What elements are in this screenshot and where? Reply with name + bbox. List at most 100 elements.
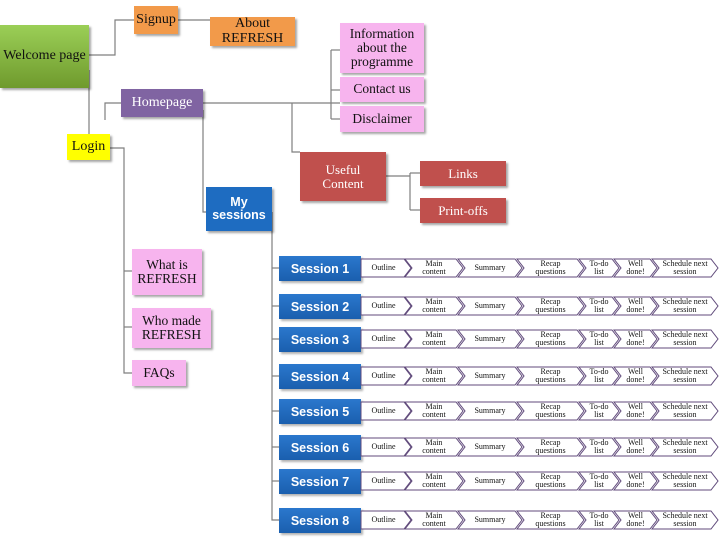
chevron-shape <box>456 258 523 278</box>
information-node: Information about the programme <box>340 23 424 73</box>
chevron-shape <box>612 510 658 530</box>
chevron-shape <box>577 437 620 457</box>
chevron-shape <box>515 296 585 316</box>
chevron-shape <box>360 510 412 530</box>
step-5-label: To-do list <box>589 367 609 384</box>
chevron-shape <box>650 258 719 278</box>
step-7-label: Schedule next session <box>662 259 708 276</box>
step-6-label: Well done! <box>626 511 645 528</box>
chevron-shape <box>650 329 719 349</box>
chevron-shape <box>360 258 412 278</box>
faqs-node: FAQs <box>132 360 186 386</box>
login-node: Login <box>67 134 110 160</box>
session-1-node: Session 1 <box>279 256 361 281</box>
step-4-label: Recap questions <box>535 438 566 455</box>
contact-us-node: Contact us <box>340 77 424 102</box>
chevron-shape <box>612 401 658 421</box>
step-5-label: To-do list <box>589 438 609 455</box>
session-2-node: Session 2 <box>279 294 361 319</box>
step-3-label: Summary <box>474 515 506 524</box>
links-node: Links <box>420 161 506 186</box>
step-2-label: Main content <box>422 472 446 489</box>
my-sessions-node: My sessions <box>206 187 272 231</box>
chevron-shape <box>360 437 412 457</box>
chevron-shape <box>515 366 585 386</box>
step-5-label: To-do list <box>589 297 609 314</box>
chevron-shape <box>515 329 585 349</box>
step-3-label: Summary <box>474 263 506 272</box>
step-6-label: Well done! <box>626 330 645 347</box>
chevron-shape <box>456 401 523 421</box>
step-7-label: Schedule next session <box>662 330 708 347</box>
chevron-shape <box>456 437 523 457</box>
chevron-shape <box>650 401 719 421</box>
chevron-shape <box>456 296 523 316</box>
chevron-shape <box>403 366 464 386</box>
step-2-label: Main content <box>422 402 446 419</box>
chevron-shape <box>360 329 412 349</box>
step-2-label: Main content <box>422 297 446 314</box>
chevron-shape <box>403 329 464 349</box>
disclaimer-node: Disclaimer <box>340 106 424 132</box>
step-1-label: Outline <box>371 334 396 343</box>
chevron-shape <box>515 471 585 491</box>
step-1-label: Outline <box>371 371 396 380</box>
step-1-label: Outline <box>371 406 396 415</box>
step-5-label: To-do list <box>589 402 609 419</box>
printoffs-node: Print-offs <box>420 198 506 223</box>
chevron-shape <box>650 366 719 386</box>
chevron-shape <box>456 510 523 530</box>
step-2-label: Main content <box>422 367 446 384</box>
chevron-shape <box>515 510 585 530</box>
chevron-shape <box>612 258 658 278</box>
step-3-label: Summary <box>474 442 506 451</box>
step-2-label: Main content <box>422 438 446 455</box>
step-5-label: To-do list <box>589 259 609 276</box>
step-4-label: Recap questions <box>535 472 566 489</box>
step-1-label: Outline <box>371 515 396 524</box>
chevron-shape <box>650 471 719 491</box>
step-7-label: Schedule next session <box>662 438 708 455</box>
homepage-node: Homepage <box>121 89 203 117</box>
chevron-shape <box>612 296 658 316</box>
step-5-label: To-do list <box>589 472 609 489</box>
step-7-label: Schedule next session <box>662 511 708 528</box>
session-8-node: Session 8 <box>279 508 361 533</box>
chevron-shape <box>577 401 620 421</box>
signup-node: Signup <box>134 6 178 34</box>
step-2-label: Main content <box>422 259 446 276</box>
chevron-shape <box>650 437 719 457</box>
chevron-shape <box>403 258 464 278</box>
session-3-node: Session 3 <box>279 327 361 352</box>
step-6-label: Well done! <box>626 438 645 455</box>
chevron-shape <box>456 366 523 386</box>
step-1-label: Outline <box>371 263 396 272</box>
step-3-label: Summary <box>474 371 506 380</box>
step-4-label: Recap questions <box>535 330 566 347</box>
session-7-node: Session 7 <box>279 469 361 494</box>
step-3-label: Summary <box>474 334 506 343</box>
step-1-label: Outline <box>371 442 396 451</box>
about-refresh-node: About REFRESH <box>210 16 295 46</box>
chevron-shape <box>403 471 464 491</box>
chevron-shape <box>612 437 658 457</box>
step-2-label: Main content <box>422 330 446 347</box>
step-4-label: Recap questions <box>535 367 566 384</box>
chevron-shape <box>360 296 412 316</box>
chevron-shape <box>577 366 620 386</box>
chevron-shape <box>515 437 585 457</box>
chevron-shape <box>577 296 620 316</box>
chevron-shape <box>515 401 585 421</box>
chevron-shape <box>577 471 620 491</box>
session-6-node: Session 6 <box>279 435 361 460</box>
what-is-refresh-node: What is REFRESH <box>132 249 202 295</box>
step-4-label: Recap questions <box>535 259 566 276</box>
step-1-label: Outline <box>371 301 396 310</box>
chevron-shape <box>456 329 523 349</box>
step-6-label: Well done! <box>626 367 645 384</box>
step-1-label: Outline <box>371 476 396 485</box>
step-6-label: Well done! <box>626 402 645 419</box>
step-4-label: Recap questions <box>535 402 566 419</box>
session-5-node: Session 5 <box>279 399 361 424</box>
